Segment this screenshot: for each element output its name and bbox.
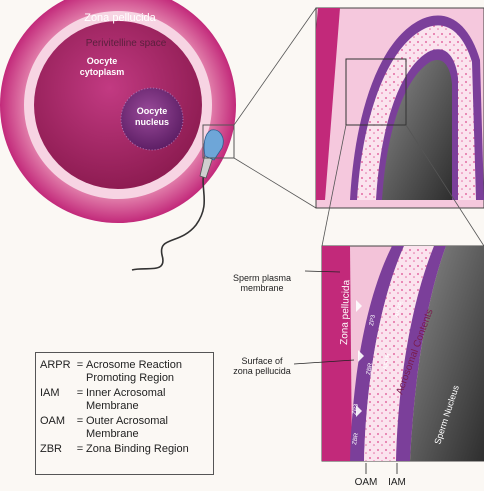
legend-equals: =	[74, 359, 86, 385]
legend-entry-arpr: ARPR = Acrosome Reaction Promoting Regio…	[40, 359, 213, 385]
zoom-line	[234, 8, 316, 125]
legend-definition: Outer Acrosomal Membrane	[86, 415, 212, 441]
legend-key: OAM	[40, 415, 74, 441]
zona-pellucida-rotated-label: Zona pellucida	[339, 279, 352, 345]
legend-definition: Inner Acrosomal Membrane	[86, 387, 212, 413]
legend-equals: =	[74, 443, 86, 456]
legend-definition: Acrosome Reaction Promoting Region	[86, 359, 212, 385]
legend-key: ZBR	[40, 443, 74, 456]
legend-key: IAM	[40, 387, 74, 413]
oocyte-illustration	[0, 0, 236, 223]
legend-box: ARPR = Acrosome Reaction Promoting Regio…	[35, 352, 214, 475]
perivitelline-space-label: Perivitelline space	[86, 38, 167, 49]
zoom-panel-bottom	[322, 246, 484, 461]
legend-entry-oam: OAM = Outer Acrosomal Membrane	[40, 415, 213, 441]
legend-key: ARPR	[40, 359, 74, 385]
oam-label: OAM	[355, 477, 378, 488]
legend-entry-zbr: ZBR = Zona Binding Region	[40, 443, 213, 456]
legend-equals: =	[74, 387, 86, 413]
iam-label: IAM	[388, 477, 406, 488]
zoom-panel-top	[300, 8, 484, 208]
legend-definition: Zona Binding Region	[86, 443, 212, 456]
legend-entry-iam: IAM = Inner Acrosomal Membrane	[40, 387, 213, 413]
zoom-line	[234, 158, 316, 208]
zona-pellucida-label: Zona pellucida	[84, 12, 156, 24]
legend-equals: =	[74, 415, 86, 441]
